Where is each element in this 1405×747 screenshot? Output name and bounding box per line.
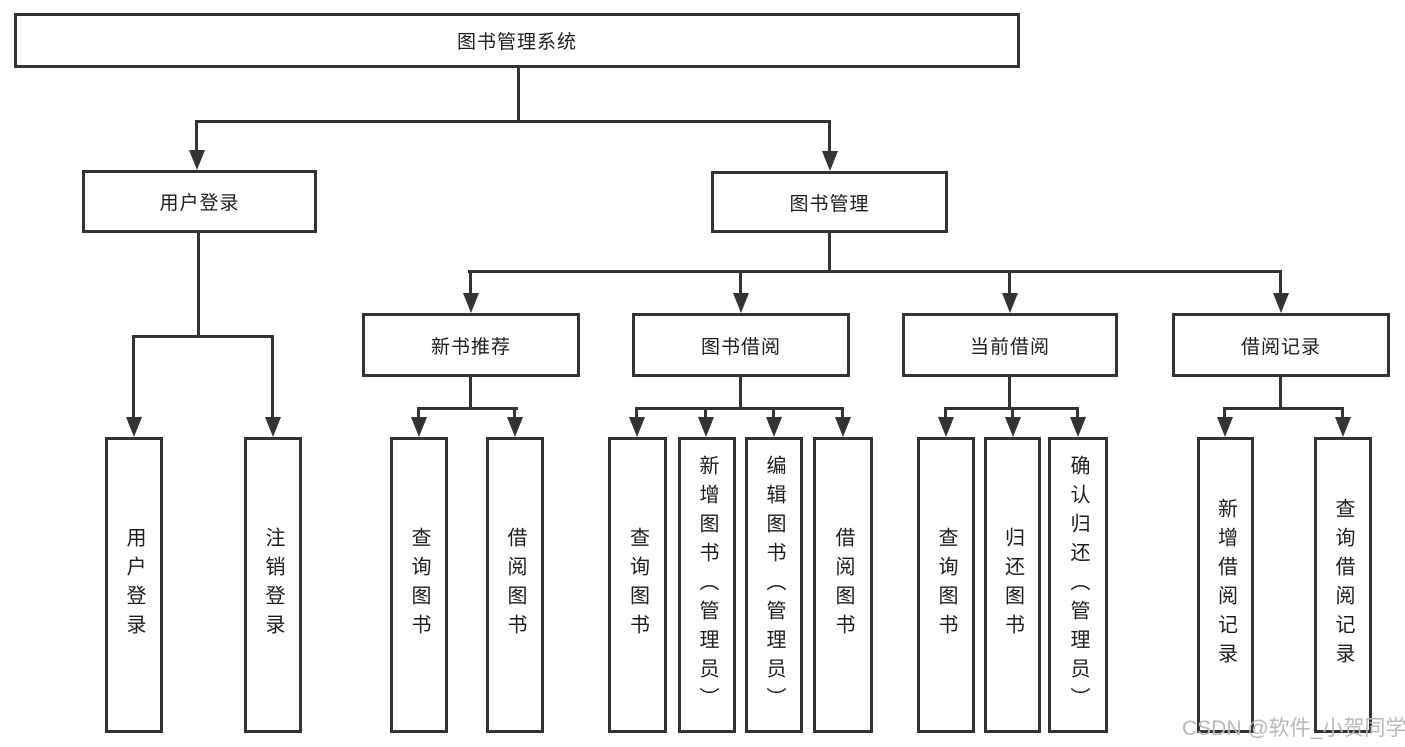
connector-to-book-mgmt [828,120,831,152]
node-label: 查询图书 [626,527,649,643]
arrowhead-icon [766,417,782,437]
arrowhead-icon [835,417,851,437]
connector-root-stub [517,66,520,123]
leaf-add-borrow-record: 新增借阅记录 [1197,437,1254,733]
node-label: 查询图书 [935,527,957,643]
connector-leaf [704,407,707,419]
arrowhead-icon [411,417,427,437]
node-label: 注销登录 [262,527,284,643]
node-label: 确认归还（管理员） [1067,454,1089,716]
connector-leaf [417,407,420,419]
connector-to-leaf-logout [271,335,274,419]
leaf-confirm-return-admin: 确认归还（管理员） [1048,437,1108,733]
leaf-return-books: 归还图书 [984,437,1041,733]
node-label: 借阅图书 [504,527,526,643]
node-label: 查询借阅记录 [1332,498,1354,672]
leaf-edit-books-admin: 编辑图书（管理员） [745,437,803,733]
node-label: 新增图书（管理员） [696,454,718,716]
leaf-query-books: 查询图书 [608,437,667,733]
leaf-logout: 注销登录 [244,437,302,733]
connector-leaf [1011,407,1014,419]
connector-leaf [1076,407,1079,419]
arrowhead-icon [126,417,142,437]
arrowhead-icon [938,417,954,437]
node-borrowing-records: 借阅记录 [1172,313,1390,377]
node-label: 图书管理 [789,193,870,215]
connector-to-leaf-login [132,335,135,419]
connector-leaf [635,407,638,419]
leaf-add-books-admin: 新增图书（管理员） [678,437,736,733]
arrowhead-icon [1273,293,1289,313]
connector-leaf [1223,407,1226,419]
arrowhead-icon [1335,417,1351,437]
node-book-borrowing: 图书借阅 [632,313,850,377]
connector-leaf [944,407,947,419]
node-label: 查询图书 [408,527,430,643]
connector-to-new-book [469,270,472,295]
node-current-borrowing: 当前借阅 [902,313,1118,377]
connector-new-book-stub [469,377,472,410]
node-label: 借阅图书 [832,527,854,643]
node-label: 借阅记录 [1240,336,1321,358]
node-label: 编辑图书（管理员） [763,454,785,716]
arrowhead-icon [629,417,645,437]
arrowhead-icon [507,417,523,437]
leaf-user-login: 用户登录 [105,437,163,733]
connector-to-borrow-record [1279,270,1282,295]
node-new-book-recommendation: 新书推荐 [362,313,580,377]
node-label: 归还图书 [1001,527,1024,643]
arrowhead-icon [463,293,479,313]
arrowhead-icon [1005,417,1021,437]
arrowhead-icon [1002,293,1018,313]
connector-borrow-record-branch [1223,407,1344,410]
node-label: 用户登录 [159,193,240,214]
node-book-management: 图书管理 [711,171,948,233]
arrowhead-icon [822,151,838,171]
arrowhead-icon [1217,417,1233,437]
connector-root-branch [195,120,831,123]
connector-leaf [513,407,516,419]
connector-to-book-borrow [739,270,742,295]
node-label: 当前借阅 [969,336,1050,358]
leaf-query-borrow-record: 查询借阅记录 [1314,437,1372,733]
connector-to-current-borrow [1008,270,1011,295]
node-label: 新增借阅记录 [1214,498,1237,672]
connector-leaf [841,407,844,419]
arrowhead-icon [698,417,714,437]
leaf-borrow-books: 借阅图书 [486,437,544,733]
leaf-query-books: 查询图书 [917,437,975,733]
connector-new-book-branch [417,407,518,410]
connector-book-mgmt-stub [828,233,831,273]
node-label: 图书借阅 [700,336,781,358]
arrowhead-icon [1070,417,1086,437]
arrowhead-icon [265,417,281,437]
node-library-management-system: 图书管理系统 [14,13,1020,68]
node-label: 图书管理系统 [456,32,577,53]
connector-leaf [772,407,775,419]
arrowhead-icon [733,293,749,313]
node-label: 新书推荐 [430,336,511,358]
connector-current-borrow-stub [1008,377,1011,410]
node-user-login: 用户登录 [82,170,317,233]
connector-book-borrow-stub [739,377,742,410]
leaf-query-books: 查询图书 [390,437,448,733]
connector-book-borrow-branch [635,407,844,410]
node-label: 用户登录 [123,527,145,643]
connector-borrow-record-stub [1279,377,1282,410]
connector-leaf [1341,407,1344,419]
arrowhead-icon [189,150,205,170]
connector-to-user-login [195,120,198,152]
connector-user-login-stub [197,233,200,338]
connector-book-mgmt-branch [468,270,1282,273]
connector-user-login-branch [132,335,274,338]
csdn-watermark: CSDN @软件_小贺同学 [1182,717,1405,740]
leaf-borrow-books: 借阅图书 [813,437,873,733]
